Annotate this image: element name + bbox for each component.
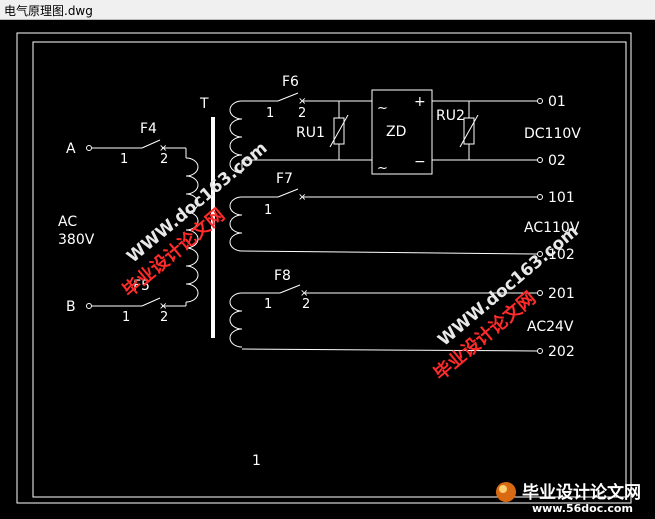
label-f4: F4 <box>140 121 157 137</box>
label-f5: F5 <box>133 278 150 294</box>
logo-url-text: www.56doc.com <box>532 502 633 515</box>
terminal-01 <box>537 98 543 104</box>
wire-sec3-low <box>241 348 538 352</box>
label-dc110: DC110V <box>524 126 581 142</box>
label-zd-tilde-top: ~ <box>377 101 388 116</box>
secondary-coil-2 <box>229 196 243 252</box>
ru2-slash <box>459 114 479 148</box>
label-f7: F7 <box>276 171 293 187</box>
label-f5-pin1: 1 <box>122 310 130 325</box>
logo-orb-icon <box>496 482 516 502</box>
label-zd-minus: − <box>414 154 426 170</box>
label-f8: F8 <box>274 268 291 284</box>
label-terminal-201: 201 <box>548 286 575 302</box>
label-zd: ZD <box>386 124 406 140</box>
secondary-coil-1 <box>229 100 243 174</box>
watermark-left: WWW.doc163.com 毕业设计论文网 <box>118 138 271 301</box>
drawing-canvas[interactable]: × × × × × T A B AC 380V F4 1 2 F5 1 2 F6… <box>0 20 655 515</box>
label-terminal-02: 02 <box>548 153 566 169</box>
label-zd-tilde-bottom: ~ <box>377 161 388 176</box>
switch-f8 <box>279 284 301 294</box>
terminal-202 <box>537 348 543 354</box>
title-bar: 电气原理图.dwg <box>0 0 655 20</box>
terminal-101 <box>537 194 543 200</box>
label-f6-pin2: 2 <box>298 106 306 121</box>
label-transformer: T <box>199 96 209 112</box>
primary-coil <box>185 157 199 303</box>
label-terminal-102: 102 <box>548 247 575 263</box>
terminal-b <box>86 303 92 309</box>
x-mark-f6: × <box>298 96 306 107</box>
outer-frame <box>16 32 632 504</box>
label-ac110: AC110V <box>524 220 580 236</box>
x-mark-f5: × <box>159 301 167 312</box>
label-f4-pin1: 1 <box>120 152 128 167</box>
window-title: 电气原理图.dwg <box>4 4 93 18</box>
inner-frame <box>32 41 627 498</box>
x-mark-f7: × <box>298 192 306 203</box>
wire-sec2-low <box>241 250 538 255</box>
terminal-02 <box>537 157 543 163</box>
label-supply-2: 380V <box>58 232 95 248</box>
schematic: × × × × × T A B AC 380V F4 1 2 F5 1 2 F6… <box>16 32 641 515</box>
watermark-left-site: WWW.doc163.com <box>123 138 271 267</box>
label-f4-pin2: 2 <box>160 152 168 167</box>
secondary-coil-3 <box>229 292 243 348</box>
label-f6-pin1: 1 <box>266 106 274 121</box>
x-mark-f8: × <box>300 288 308 299</box>
site-logo: 毕业设计论文网 www.56doc.com <box>496 482 641 515</box>
label-terminal-101: 101 <box>548 190 575 206</box>
switch-f4 <box>141 139 161 149</box>
rectifier-zd <box>371 89 433 175</box>
x-mark-f4: × <box>159 143 167 154</box>
label-f8-pin1: 1 <box>264 297 272 312</box>
label-terminal-01: 01 <box>548 94 566 110</box>
label-input-a: A <box>66 141 76 157</box>
watermark-right: WWW.doc163.com 毕业设计论文网 <box>429 222 582 385</box>
terminal-102 <box>537 251 543 257</box>
label-f8-pin2: 2 <box>302 297 310 312</box>
label-supply-1: AC <box>58 214 77 230</box>
terminal-a <box>86 145 92 151</box>
switch-f6 <box>277 92 299 102</box>
sheet-number: 1 <box>252 453 261 469</box>
label-zd-plus: + <box>414 94 426 110</box>
label-ru2: RU2 <box>436 108 465 124</box>
label-terminal-202: 202 <box>548 344 575 360</box>
terminal-201 <box>537 290 543 296</box>
switch-f5 <box>141 297 161 307</box>
label-ac24: AC24V <box>527 319 574 335</box>
logo-cn-text: 毕业设计论文网 <box>522 482 641 503</box>
label-f7-pin1: 1 <box>264 203 272 218</box>
label-f6: F6 <box>282 74 299 90</box>
label-input-b: B <box>66 299 76 315</box>
label-ru1: RU1 <box>296 125 325 141</box>
label-f5-pin2: 2 <box>160 310 168 325</box>
ru1-slash <box>329 114 349 148</box>
switch-f7 <box>277 188 299 198</box>
